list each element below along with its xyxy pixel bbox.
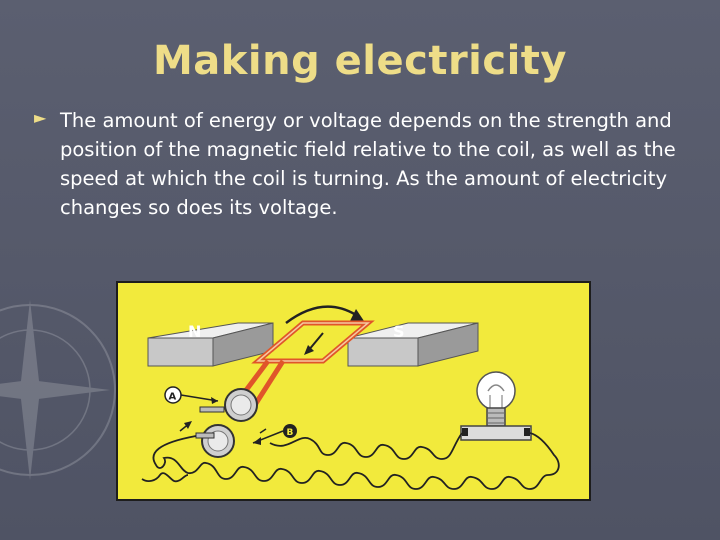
brush-a-label: A <box>169 392 177 403</box>
circuit-wire <box>141 432 560 490</box>
rotation-arrow-icon <box>285 305 357 324</box>
magnet-south-label: S <box>393 322 405 341</box>
bullet-arrow-icon: ► <box>34 108 47 127</box>
south-magnet: S <box>347 322 479 367</box>
compass-watermark-icon <box>0 300 116 480</box>
bullet-text: The amount of energy or voltage depends … <box>60 109 676 219</box>
magnet-north-label: N <box>188 322 201 341</box>
light-bulb-icon <box>460 371 532 441</box>
brush-b: B <box>252 424 297 445</box>
brush-a: A <box>164 386 219 404</box>
north-magnet: N <box>147 322 274 367</box>
coil-loop <box>236 320 375 410</box>
slide-title: Making electricity <box>153 38 567 84</box>
generator-diagram: N S <box>116 281 591 501</box>
brush-b-label: B <box>287 428 294 438</box>
slip-rings <box>195 388 258 458</box>
